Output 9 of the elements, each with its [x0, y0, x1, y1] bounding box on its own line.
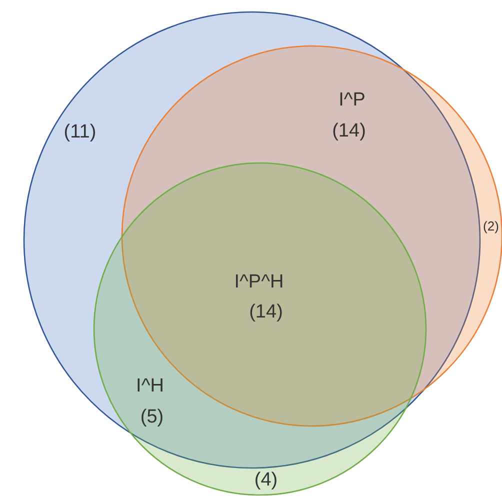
region-label: (2)	[483, 220, 499, 232]
region-label: I^P	[338, 90, 366, 110]
region-label: I^P^H	[234, 272, 284, 292]
region-label: I^H	[136, 376, 164, 396]
region-label: (14)	[332, 122, 366, 140]
region-label: (14)	[249, 302, 283, 322]
region-label: (4)	[254, 470, 278, 490]
region-label: (5)	[140, 408, 164, 426]
region-label: (11)	[64, 122, 96, 142]
